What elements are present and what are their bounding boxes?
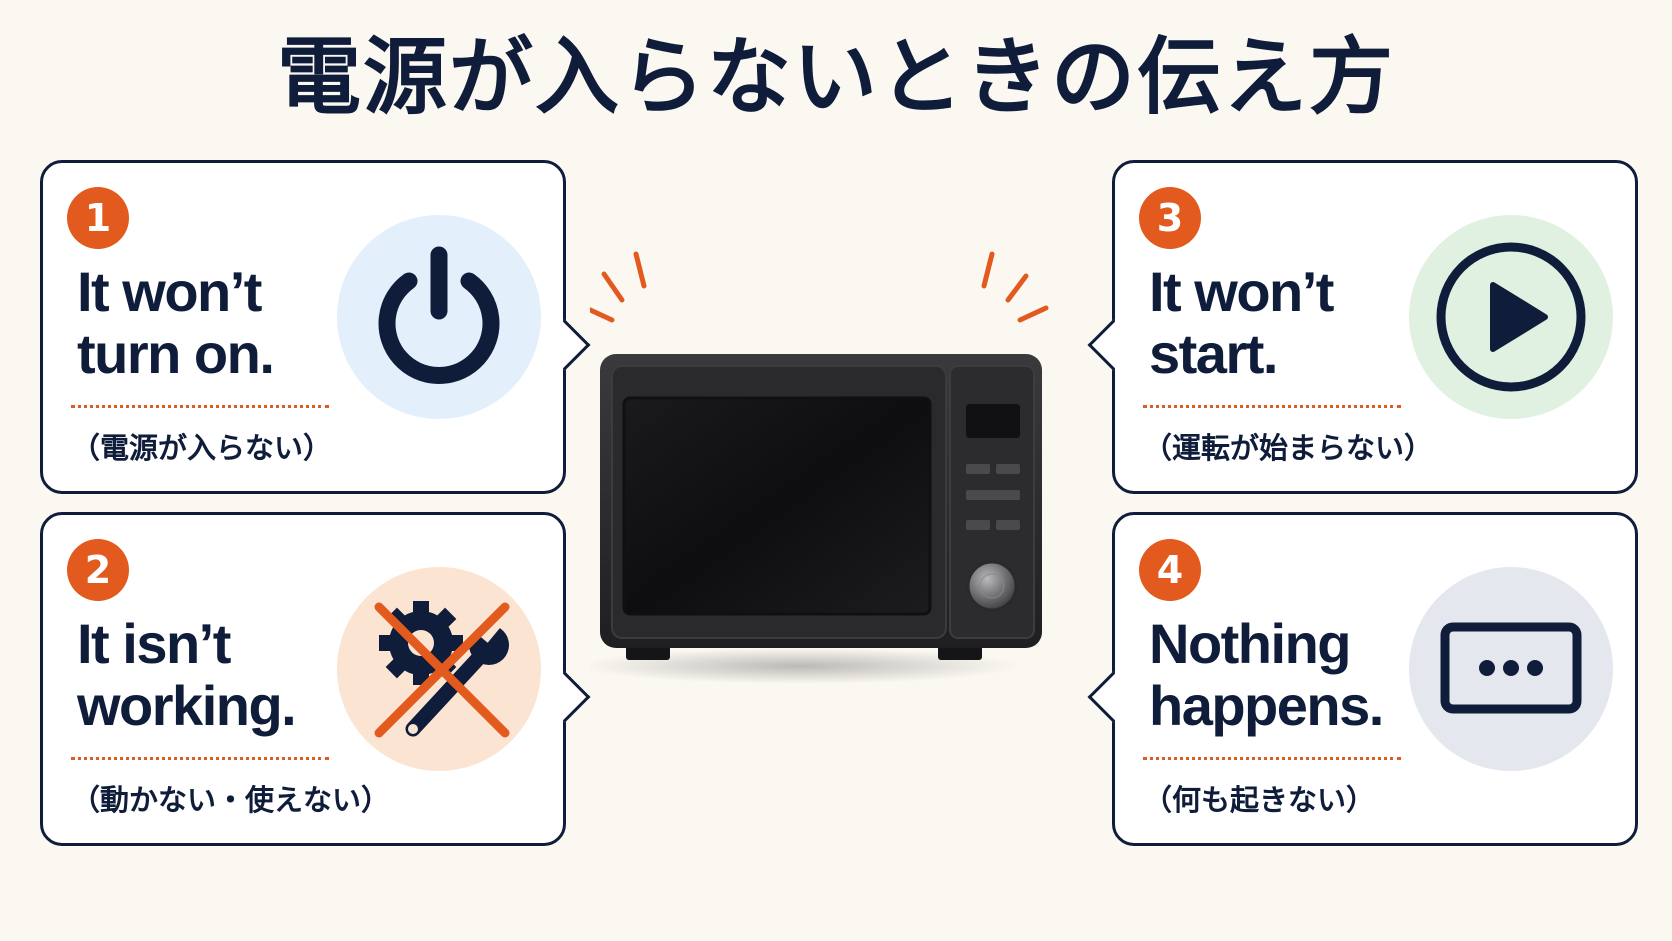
japanese-translation: （動かない・使えない）: [71, 783, 391, 817]
card-not-working: 2 It isn’t working. （動かない・使えない）: [40, 512, 591, 846]
play-icon: [1409, 215, 1613, 419]
power-icon: [337, 215, 541, 419]
dotted-divider: [1143, 405, 1401, 408]
japanese-translation: （運転が始まらない）: [1143, 431, 1434, 465]
card-start: 3 It won’t start. （運転が始まらない）: [1087, 160, 1638, 494]
dotted-divider: [1143, 757, 1401, 760]
microwave-oven: [580, 250, 1090, 720]
phrase-line: It won’t: [1149, 260, 1334, 323]
japanese-translation: （何も起きない）: [1143, 783, 1376, 817]
ellipsis-screen-icon: [1409, 567, 1613, 771]
number-badge: 1: [67, 187, 129, 249]
phrase-line: It won’t: [77, 260, 262, 323]
speech-tail: [1087, 319, 1139, 371]
english-phrase: It won’t start.: [1149, 261, 1429, 385]
speech-tail: [539, 319, 591, 371]
page-title: 電源が入らないときの伝え方: [276, 28, 1395, 126]
english-phrase: Nothing happens.: [1149, 613, 1429, 737]
card-nothing-happens: 4 Nothing happens. （何も起きない）: [1087, 512, 1638, 846]
alert-lines-left: [583, 251, 647, 323]
phrase-line: Nothing: [1149, 612, 1351, 675]
phrase-line: It isn’t: [77, 612, 231, 675]
card-power: 1 It won’t turn on. （電源が入らない）: [40, 160, 591, 494]
number-badge: 4: [1139, 539, 1201, 601]
phrase-line: working.: [77, 674, 297, 737]
number-badge: 2: [67, 539, 129, 601]
english-phrase: It isn’t working.: [77, 613, 357, 737]
alert-lines-right: [981, 251, 1049, 323]
phrase-line: start.: [1149, 322, 1278, 385]
dotted-divider: [71, 757, 329, 760]
phrase-line: happens.: [1149, 674, 1384, 737]
phrase-line: turn on.: [77, 322, 275, 385]
speech-tail: [1087, 671, 1139, 723]
number-badge: 3: [1139, 187, 1201, 249]
dotted-divider: [71, 405, 329, 408]
japanese-translation: （電源が入らない）: [71, 431, 333, 465]
speech-tail: [539, 671, 591, 723]
gear-wrench-crossed-icon: [337, 567, 541, 771]
english-phrase: It won’t turn on.: [77, 261, 357, 385]
